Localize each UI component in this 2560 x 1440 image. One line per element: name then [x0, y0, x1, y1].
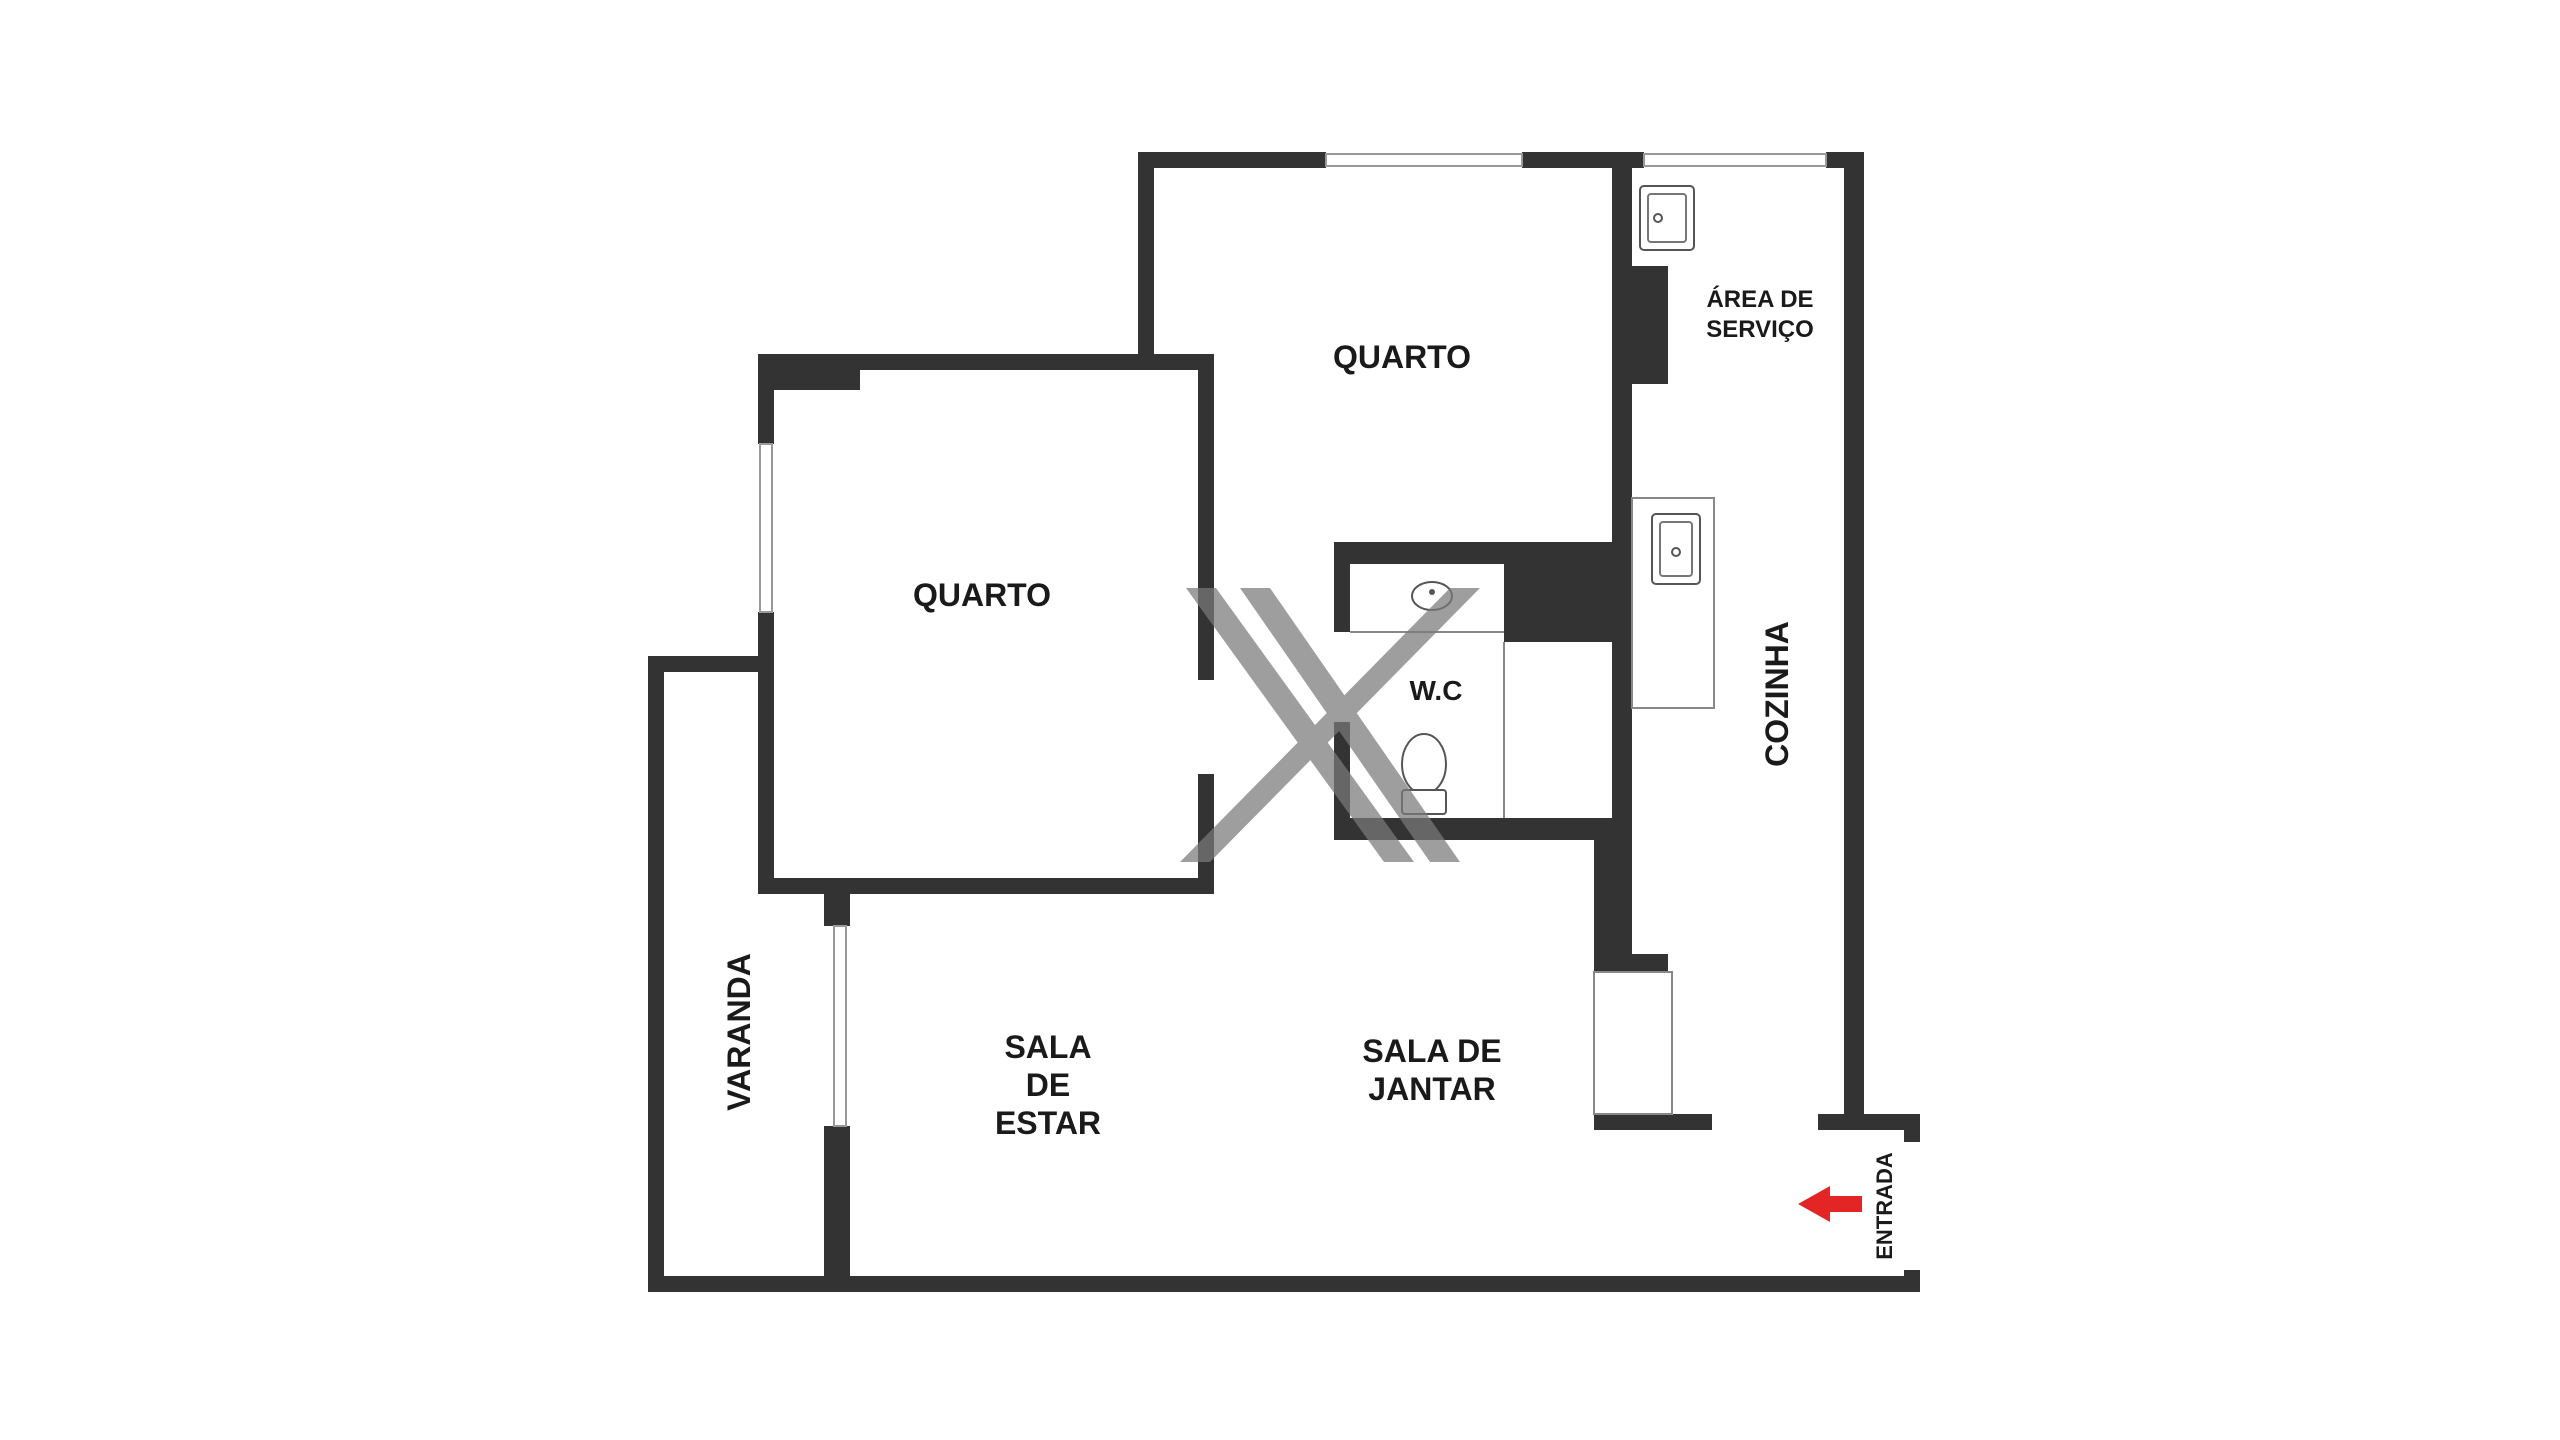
- wall-quarto-left-left-bottom: [758, 612, 774, 894]
- jantar-counter-box: [1593, 971, 1673, 1115]
- windows: [759, 153, 1827, 1127]
- wall-bottom: [648, 1276, 1920, 1292]
- label-varanda: VARANDA: [721, 953, 757, 1111]
- wall-jantar-col: [1594, 818, 1632, 972]
- wall-quarto-left-top: [758, 354, 1214, 370]
- wall-quarto-left-bottom: [758, 878, 1214, 894]
- wall-servico-partition: [1632, 266, 1668, 384]
- label-sala-jantar-1: SALA DE: [1362, 1033, 1501, 1069]
- label-quarto-upper: QUARTO: [1333, 339, 1471, 375]
- wall-quarto-left-right-bottom: [1198, 774, 1214, 894]
- wall-entrance-top: [1818, 1114, 1920, 1130]
- label-wc: W.C: [1410, 675, 1463, 706]
- label-area-servico-2: SERVIÇO: [1706, 316, 1814, 343]
- wall-varanda-left: [648, 656, 664, 1292]
- wall-varanda-top: [648, 656, 774, 672]
- room-labels: QUARTO QUARTO ÁREA DE SERVIÇO W.C COZINH…: [721, 285, 1897, 1260]
- wall-cozinha-top-right: [1826, 152, 1864, 168]
- watermark-logo: [1180, 588, 1480, 862]
- wall-cozinha-right: [1844, 152, 1864, 1118]
- walls: [648, 152, 1920, 1292]
- wall-wc-shaft: [1504, 542, 1632, 642]
- wall-quarto-left-topcorner: [758, 354, 860, 390]
- label-sala-jantar-2: JANTAR: [1368, 1071, 1495, 1107]
- wall-jantar-counter: [1594, 1114, 1712, 1130]
- label-sala-estar-3: ESTAR: [995, 1105, 1101, 1141]
- sink-icon: [1639, 185, 1695, 251]
- wall-quarto-upper-top-a: [1138, 152, 1326, 168]
- label-quarto-left: QUARTO: [913, 577, 1051, 613]
- wall-wc-left-top: [1334, 542, 1350, 632]
- wall-varanda-sala: [824, 1126, 850, 1292]
- kitchen-counter: [1631, 497, 1715, 709]
- fixtures: [1350, 497, 1715, 1115]
- door-varanda-slider: [833, 925, 847, 1127]
- label-cozinha: COZINHA: [1759, 621, 1795, 767]
- wall-entrance-right-top: [1904, 1114, 1920, 1142]
- wall-entrance-right-bottom: [1904, 1270, 1920, 1292]
- label-sala-estar-1: SALA: [1004, 1029, 1091, 1065]
- wall-quarto-left-right-top: [1198, 354, 1214, 680]
- wall-quarto-upper-left: [1138, 152, 1154, 370]
- window-servico: [1643, 153, 1827, 167]
- wall-varanda-sala-top: [824, 894, 850, 926]
- entrance-arrow-icon: [1798, 1186, 1862, 1222]
- window-quarto-upper: [1325, 153, 1523, 167]
- wall-jantar-col-foot: [1594, 954, 1668, 972]
- label-entrada: ENTRADA: [1872, 1152, 1897, 1260]
- label-area-servico-1: ÁREA DE: [1706, 285, 1813, 313]
- label-sala-estar-2: DE: [1026, 1067, 1070, 1103]
- window-quarto-left: [759, 443, 773, 613]
- sink-icon: [1651, 513, 1701, 585]
